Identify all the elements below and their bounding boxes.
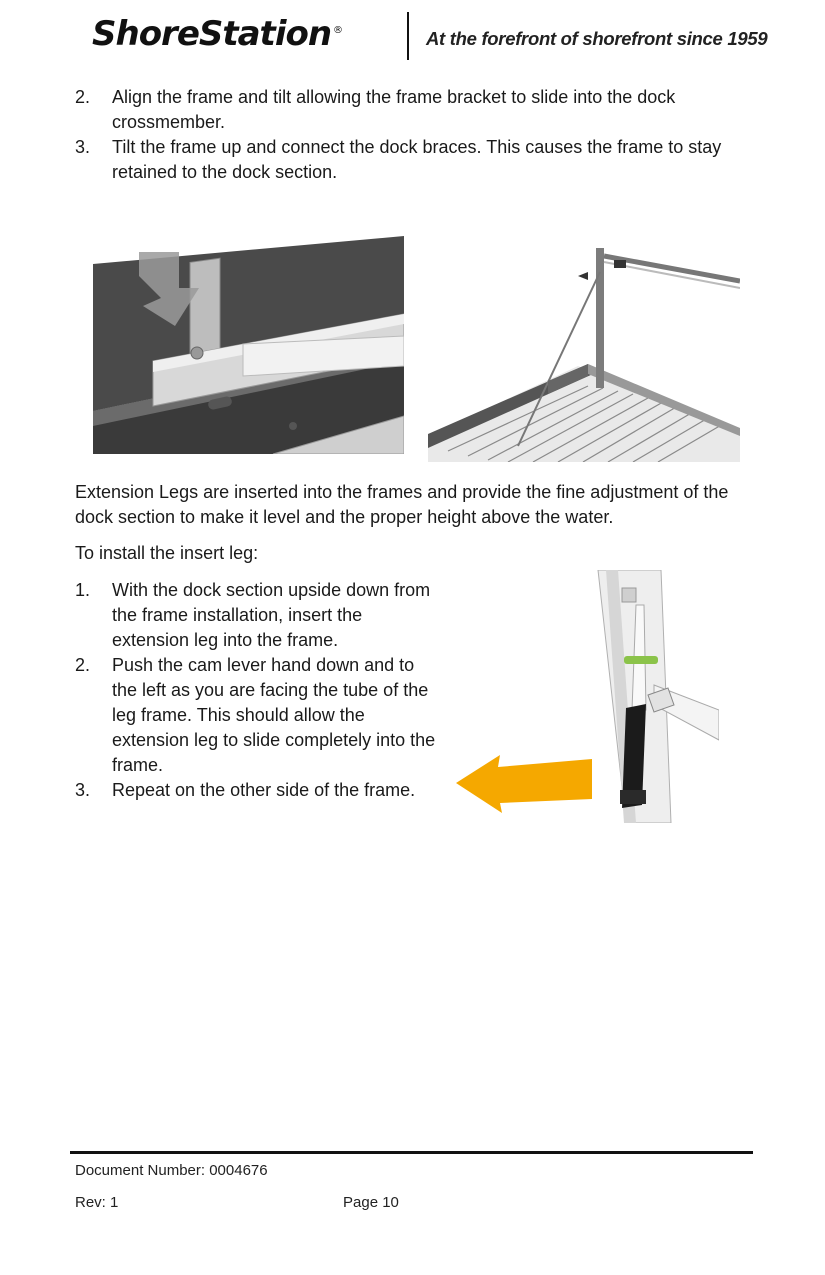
step-number: 3. xyxy=(75,137,91,157)
list-item: 3. Tilt the frame up and connect the doc… xyxy=(75,135,755,185)
step-text: Align the frame and tilt allowing the fr… xyxy=(112,87,676,132)
page-number: Page 10 xyxy=(343,1194,399,1211)
header-divider xyxy=(407,12,409,60)
frame-bracket-photo xyxy=(93,236,404,454)
registered-mark: ® xyxy=(333,24,343,36)
arrow-down-left-icon xyxy=(139,252,199,326)
step-number: 1. xyxy=(75,580,91,600)
list-item: 3. Repeat on the other side of the frame… xyxy=(75,778,440,803)
green-pin xyxy=(624,656,658,664)
list-item: 1. With the dock section upside down fro… xyxy=(75,578,440,653)
step-text: With the dock section upside down from t… xyxy=(112,580,431,650)
header-tagline: At the forefront of shorefront since 195… xyxy=(426,28,768,49)
revision: Rev: 1 xyxy=(75,1194,119,1211)
step-number: 3. xyxy=(75,780,91,800)
shorestation-logo: ShoreStation® xyxy=(92,14,343,54)
document-number: Document Number: 0004676 xyxy=(75,1162,268,1179)
install-steps-list: 1. With the dock section upside down fro… xyxy=(75,578,440,803)
frame-steps-list: 2. Align the frame and tilt allowing the… xyxy=(75,85,755,185)
step-text: Repeat on the other side of the frame. xyxy=(112,780,416,800)
arrow-left-icon xyxy=(456,755,592,813)
logo-text: ShoreStation xyxy=(92,14,332,54)
dock-frame-photo xyxy=(428,236,740,462)
footer-divider xyxy=(70,1151,753,1154)
list-item: 2. Align the frame and tilt allowing the… xyxy=(75,85,755,135)
install-intro: To install the insert leg: xyxy=(75,543,259,563)
dock-frame-illustration xyxy=(428,236,740,462)
step-number: 2. xyxy=(75,87,91,107)
extension-legs-paragraph: Extension Legs are inserted into the fra… xyxy=(75,482,729,527)
cam-lever-photo xyxy=(456,570,719,823)
list-item: 2. Push the cam lever hand down and to t… xyxy=(75,653,440,778)
step-text: Tilt the frame up and connect the dock b… xyxy=(112,137,722,182)
step-number: 2. xyxy=(75,655,91,675)
step-text: Push the cam lever hand down and to the … xyxy=(112,655,436,775)
